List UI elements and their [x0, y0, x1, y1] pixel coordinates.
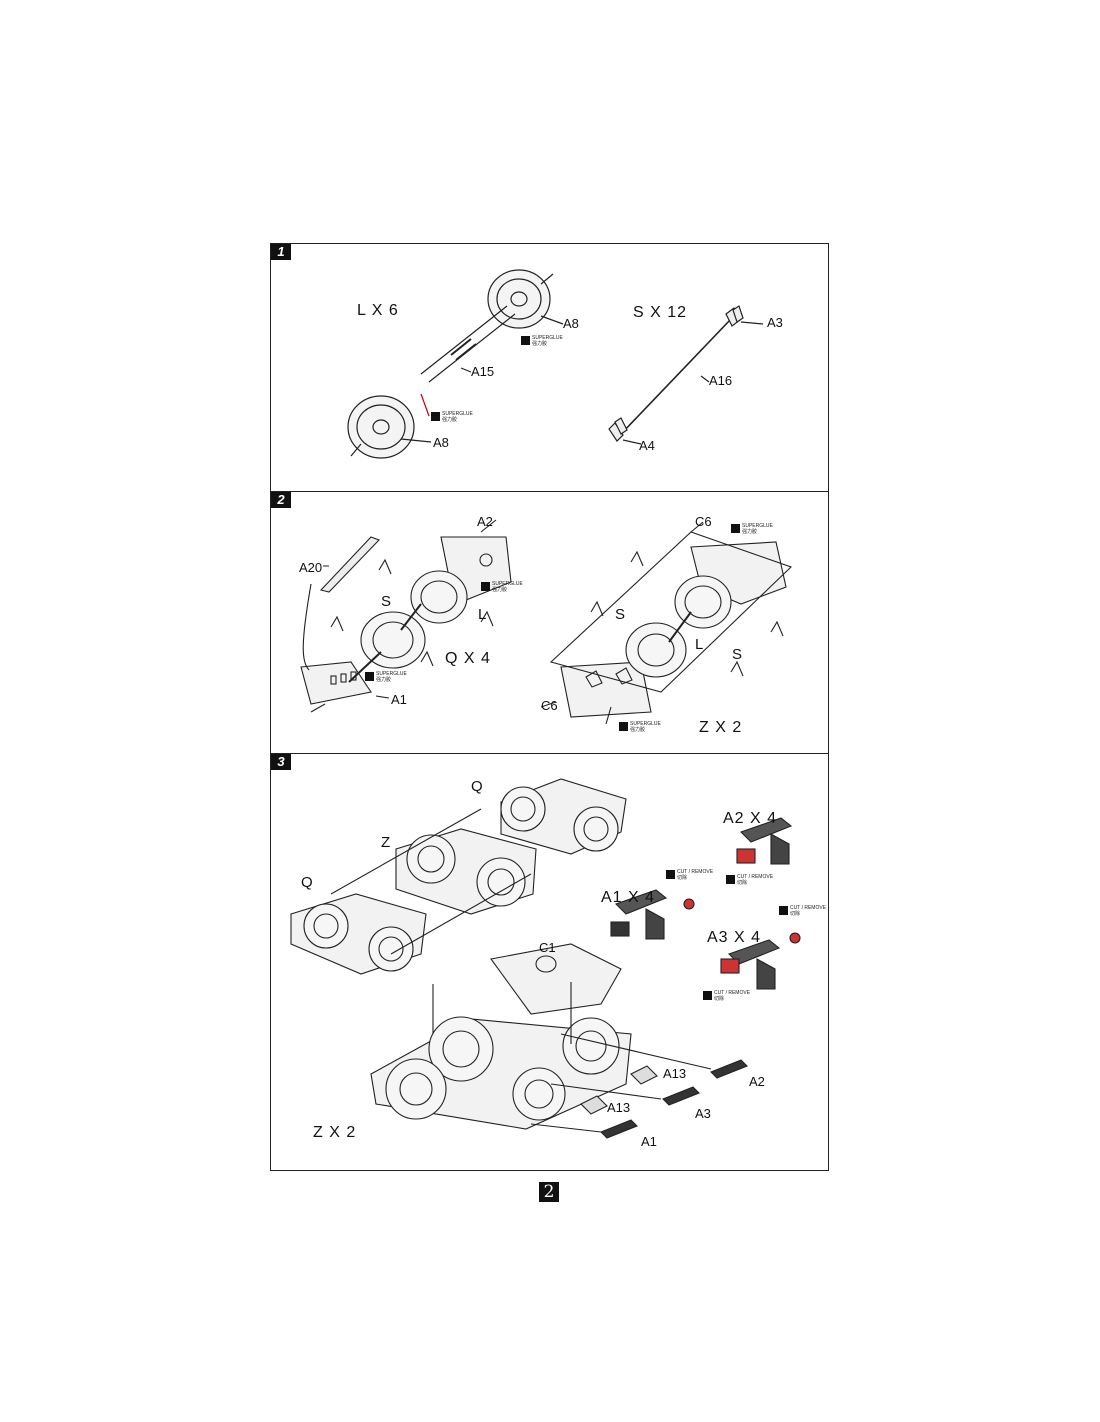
label-a3: A3: [695, 1106, 711, 1121]
label-c6-bottom: C6: [541, 698, 558, 713]
glue-note-cn: 强力胶: [492, 587, 508, 593]
step-1-panel: 1 L X 6 S X 12 A8: [270, 243, 829, 492]
cut-note-cn: 切除: [737, 880, 748, 886]
page-number: 2: [539, 1182, 559, 1202]
glue-note: SUPERGLUE: [630, 721, 661, 727]
cut-note: CUT / REMOVE: [677, 869, 714, 875]
label-s-left: S: [381, 593, 392, 610]
step-2-tag: 2: [271, 492, 291, 508]
cut-note-cn: 切除: [677, 875, 688, 881]
label-s-right: S: [615, 606, 626, 623]
part-count-s: S X 12: [633, 304, 688, 321]
step-3-illustration: [290, 778, 801, 1139]
label-q-top: Q: [471, 778, 483, 795]
step-3-tag: 3: [271, 754, 291, 770]
superglue-icon: [731, 524, 740, 533]
superglue-icon: [431, 412, 440, 421]
part-count-q: Q X 4: [445, 650, 491, 667]
label-a13-top: A13: [663, 1066, 687, 1081]
cut-note-cn: 切除: [790, 911, 801, 917]
glue-note: SUPERGLUE: [742, 523, 773, 529]
part-count-a2: A2 X 4: [723, 810, 778, 827]
cut-note: CUT / REMOVE: [790, 905, 827, 911]
cut-note-cn: 切除: [714, 996, 725, 1002]
glue-note-cn: 强力胶: [532, 341, 548, 347]
part-count-z: Z X 2: [313, 1124, 357, 1141]
superglue-icon: [481, 582, 490, 591]
glue-note: SUPERGLUE: [492, 581, 523, 587]
label-c6-top: C6: [695, 514, 712, 529]
label-s-right-2: S: [732, 646, 743, 663]
step-1-tag: 1: [271, 244, 291, 260]
part-count-a3: A3 X 4: [707, 929, 762, 946]
glue-note-cn: 强力胶: [630, 727, 646, 733]
cut-icon: [666, 870, 675, 879]
step-1-illustration: [347, 269, 764, 459]
part-count-a1: A1 X 4: [601, 889, 656, 906]
cut-note: CUT / REMOVE: [737, 874, 774, 880]
superglue-icon: [365, 672, 374, 681]
cut-icon: [703, 991, 712, 1000]
superglue-icon: [619, 722, 628, 731]
glue-note: SUPERGLUE: [532, 335, 563, 341]
label-a13-bottom: A13: [607, 1100, 631, 1115]
superglue-icon: [521, 336, 530, 345]
part-count-l: L X 6: [357, 302, 399, 319]
label-z: Z: [381, 834, 391, 851]
step-3-panel: 3: [270, 753, 829, 1171]
glue-note-cn: 强力胶: [376, 677, 392, 683]
label-a2: A2: [749, 1074, 765, 1089]
label-a3: A3: [767, 315, 783, 330]
label-q-left: Q: [301, 874, 313, 891]
cut-icon: [726, 875, 735, 884]
glue-note: SUPERGLUE: [376, 671, 407, 677]
label-a16: A16: [709, 373, 733, 388]
label-l-right: L: [695, 636, 704, 653]
label-a4: A4: [639, 438, 655, 453]
step-2-illustration: [300, 519, 793, 725]
label-l-left: L: [478, 606, 487, 623]
label-a1: A1: [391, 692, 407, 707]
label-c1: C1: [539, 940, 556, 955]
label-a1: A1: [641, 1134, 657, 1149]
glue-note-cn: 强力胶: [742, 529, 758, 535]
part-count-z: Z X 2: [699, 719, 743, 736]
cut-icon: [779, 906, 788, 915]
label-a15: A15: [471, 364, 495, 379]
label-a20: A20: [299, 560, 323, 575]
step-2-panel: 2: [270, 491, 829, 754]
glue-note-cn: 强力胶: [442, 417, 458, 423]
label-a8-top: A8: [563, 316, 579, 331]
label-a2: A2: [477, 514, 493, 529]
glue-note: SUPERGLUE: [442, 411, 473, 417]
cut-note: CUT / REMOVE: [714, 990, 751, 996]
label-a8-bottom: A8: [433, 435, 449, 450]
